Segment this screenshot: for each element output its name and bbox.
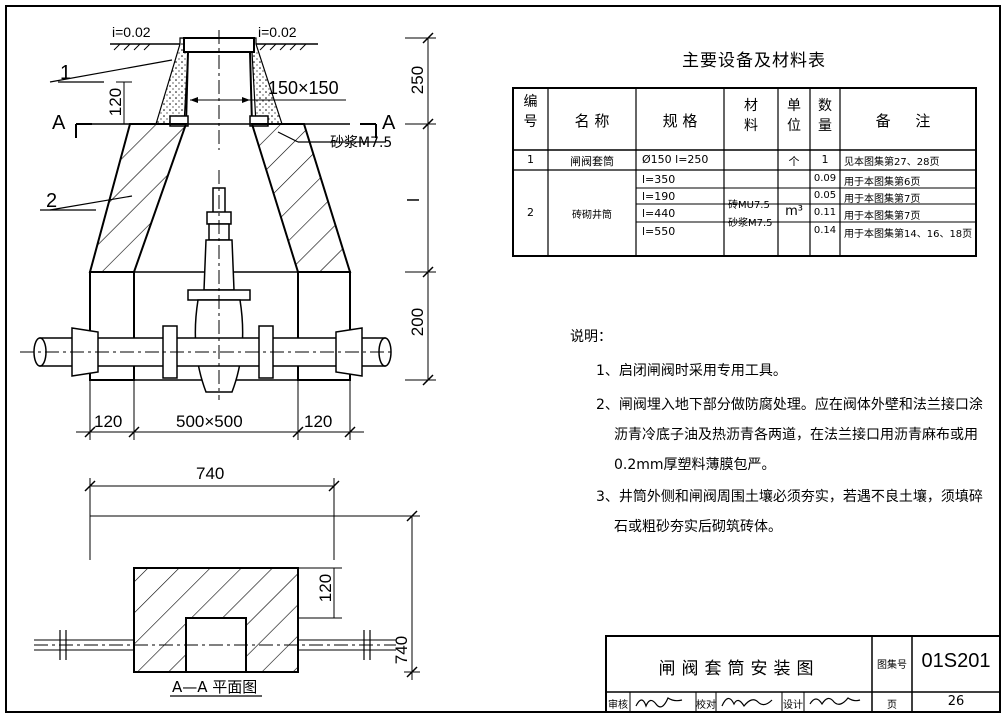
mortar-label: 砂浆M7.5 [330,135,393,151]
row2-spec-3: l=440 [642,207,676,220]
row1-no: 1 [527,153,534,166]
page-number: 26 [947,694,965,709]
plan-view [34,478,420,697]
drawing-title: 闸阀套筒安装图 [658,659,820,679]
review-label: 审核 [608,700,628,711]
row2-qty-2: 0.05 [813,190,837,201]
header-remark: 备 注 [875,112,941,130]
header-no: 编 号 [523,94,538,130]
table-title: 主要设备及材料表 [682,51,826,71]
row2-qty-4: 0.14 [813,225,837,236]
dim-120-top: 120 [106,87,126,117]
section-mark-left: A [52,112,66,134]
callout-2: 2 [46,190,58,212]
row1-name: 闸阀套筒 [570,155,614,168]
sheet-border [5,5,1001,713]
row2-spec-1: l=350 [642,173,676,186]
check-label: 校对 [696,700,716,711]
dim-120-left: 120 [94,412,123,431]
note-2-line3: 0.2mm厚塑料薄膜包严。 [614,457,776,473]
dim-500x500: 500×500 [176,412,243,431]
row1-qty: 1 [821,153,829,166]
row1-spec: Ø150 l=250 [642,153,709,166]
dim-200: 200 [408,307,428,337]
atlas-label: 图集号 [877,660,907,671]
header-material: 材 料 [744,98,758,134]
slope-label-right: i=0.02 [258,24,297,40]
materials-table [512,87,977,257]
dim-l: l [403,198,423,202]
row2-spec-4: l=550 [642,225,676,238]
row2-material-1: 砖MU7.5 [728,200,770,211]
header-unit: 单 位 [787,98,801,134]
row1-unit: 个 [788,155,800,168]
dim-120-right: 120 [304,412,333,431]
row2-unit: m³ [785,204,803,219]
dim-250: 250 [408,65,428,95]
dim-120-plan: 120 [316,573,336,603]
page-label: 页 [887,700,897,711]
slope-label-left: i=0.02 [112,24,151,40]
callout-1: 1 [60,62,72,84]
elevation-view [20,30,436,440]
atlas-number: 01S201 [921,650,991,672]
row2-remark-3: 用于本图集第7页 [844,211,921,222]
row2-spec-2: l=190 [642,190,676,203]
row2-name: 砖砌井筒 [572,210,612,221]
title-block-lines [605,635,1001,713]
header-spec: 规 格 [662,112,698,130]
row2-material-2: 砂浆M7.5 [728,218,773,229]
row2-remark-1: 用于本图集第6页 [844,177,921,188]
note-2-line1: 2、闸阀埋入地下部分做防腐处理。应在阀体外壁和法兰接口涂 [596,397,983,413]
dim-740-side: 740 [392,635,412,665]
note-3-line1: 3、井筒外侧和闸阀周围土壤必须夯实，若遇不良土壤，须填碎 [596,489,983,505]
header-name: 名 称 [574,112,610,130]
plan-caption: A—A 平面图 [172,678,258,696]
row2-remark-4: 用于本图集第14、16、18页 [844,229,973,240]
row2-remark-2: 用于本图集第7页 [844,194,921,205]
design-label: 设计 [783,700,803,711]
notes-heading: 说明： [570,329,612,345]
row2-qty-3: 0.11 [813,207,837,218]
dim-740-top: 740 [196,464,225,483]
note-2-line2: 沥青冷底子油及热沥青各两道，在法兰接口用沥青麻布或用 [614,427,978,443]
row2-qty-1: 0.09 [813,173,837,184]
section-mark-right: A [382,112,396,134]
row1-remark: 见本图集第27、28页 [844,157,940,168]
header-qty: 数 量 [818,98,832,134]
dim-150x150: 150×150 [268,78,339,98]
note-3-line2: 石或粗砂夯实后砌筑砖体。 [614,519,782,535]
note-1: 1、启闭闸阀时采用专用工具。 [596,363,787,379]
signature-scribbles [635,697,861,708]
row2-no: 2 [527,206,534,219]
